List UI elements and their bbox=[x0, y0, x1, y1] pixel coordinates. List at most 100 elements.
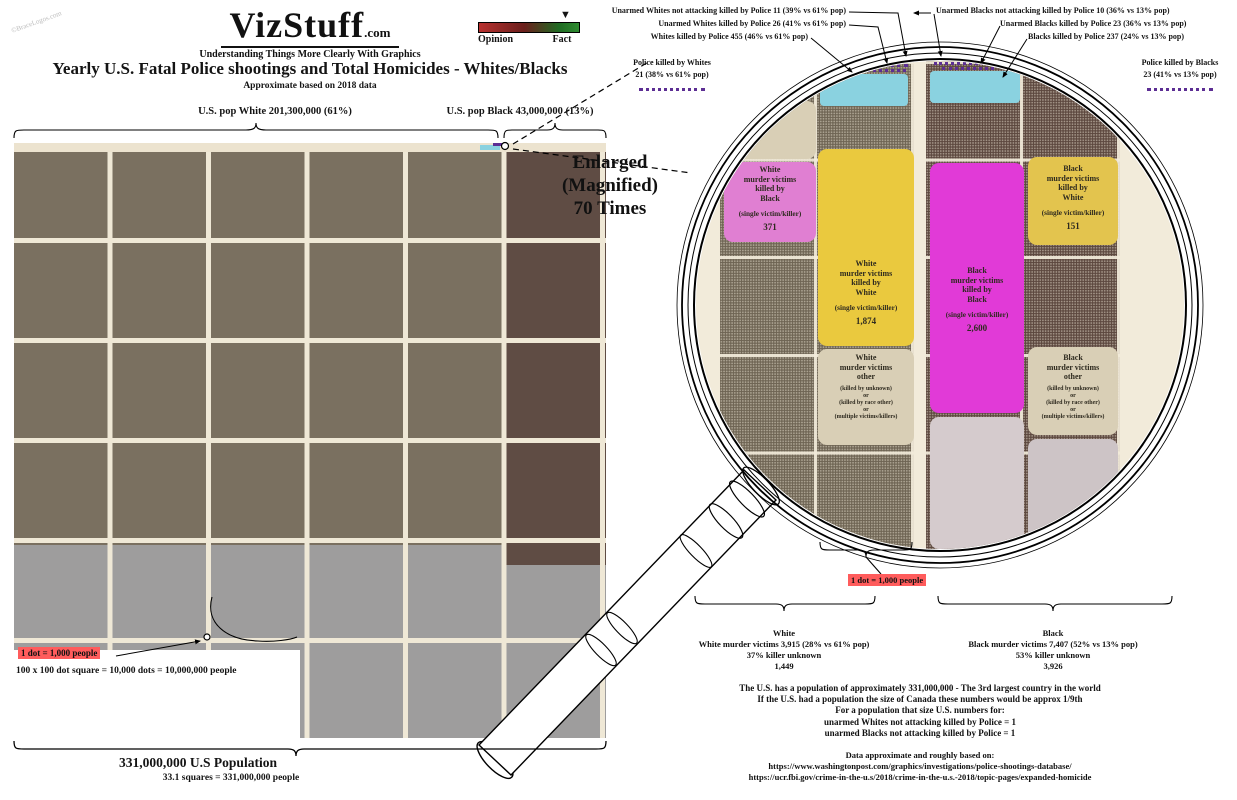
white-summary-line: 37% killer unknown bbox=[746, 650, 822, 660]
footnote-line: unarmed Whites not attacking killed by P… bbox=[824, 716, 1016, 727]
arrow-unarmed-whites bbox=[848, 24, 889, 64]
ann-unarmed-whites: Unarmed Whites killed by Police 26 (41% … bbox=[658, 19, 846, 28]
label-tiny: (killed by race other) bbox=[839, 399, 893, 406]
label-tiny: (killed by race other) bbox=[1046, 399, 1100, 406]
label-line: killed by bbox=[755, 184, 785, 193]
pkw-line: 21 (38% vs 61% pop) bbox=[635, 70, 709, 79]
lens-dot-legend-connector bbox=[865, 556, 882, 575]
total-population-sub: 33.1 squares = 331,000,000 people bbox=[162, 773, 300, 783]
magnifier-lens: White murder victims killed by Black (si… bbox=[696, 61, 1184, 549]
page-subtitle: Approximate based on 2018 data bbox=[243, 81, 377, 91]
enlarged-note: Enlarged (Magnified) 70 Times bbox=[520, 151, 700, 220]
black-unknown-block-right bbox=[1028, 439, 1118, 549]
gauge-opinion-label: Opinion bbox=[478, 34, 514, 45]
label-tiny: (killed by unknown) bbox=[1047, 385, 1099, 392]
gauge-bar bbox=[478, 22, 580, 33]
label-line: White bbox=[855, 287, 877, 297]
label-value: 2,600 bbox=[966, 323, 988, 333]
label-line: murder victims bbox=[839, 268, 893, 278]
label-sub: (single victim/killer) bbox=[1041, 208, 1105, 217]
arrow-unarmed-whites-not-attacking bbox=[848, 11, 908, 57]
logo: VizStuff.com Understanding Things More C… bbox=[185, 4, 435, 60]
ann-unarmed-blacks-not-attacking: Unarmed Blacks not attacking killed by P… bbox=[936, 6, 1170, 15]
page-title: Yearly U.S. Fatal Police shootings and T… bbox=[52, 59, 568, 78]
unarmed-whites-dots bbox=[842, 64, 908, 67]
white-summary: White White murder victims 3,915 (28% vs… bbox=[684, 628, 884, 672]
label-white-killed-by-white: White murder victims killed by White (si… bbox=[818, 259, 914, 326]
brace-white-summary bbox=[694, 595, 876, 612]
source-url: https://www.washingtonpost.com/graphics/… bbox=[768, 761, 1072, 771]
dot-legend-lens: 1 dot = 1,000 people bbox=[848, 574, 927, 586]
label-line: murder victims bbox=[1046, 173, 1100, 183]
unarmed-blacks-dots bbox=[934, 62, 996, 65]
logo-tagline: Understanding Things More Clearly With G… bbox=[199, 49, 421, 60]
brace-black-pop bbox=[503, 122, 607, 139]
police-killed-by-whites-dots bbox=[639, 88, 705, 91]
label-white-killed-by-black: White murder victims killed by Black (si… bbox=[724, 165, 816, 232]
enlarged-line: Enlarged bbox=[572, 152, 648, 173]
label-sub: (single victim/killer) bbox=[945, 310, 1009, 319]
label-tiny: or bbox=[1070, 406, 1076, 413]
label-line: murder victims bbox=[743, 174, 797, 184]
label-sub: (single victim/killer) bbox=[834, 303, 898, 312]
white-summary-line: White bbox=[772, 628, 796, 638]
label-tiny: or bbox=[863, 392, 869, 399]
label-line: Black bbox=[1063, 353, 1083, 362]
label-value: 151 bbox=[1066, 221, 1080, 231]
strip-unarmed-speck bbox=[493, 143, 503, 146]
magnified-strip bbox=[14, 143, 606, 152]
label-line: White bbox=[855, 353, 877, 362]
pkw-line: Police killed by Whites bbox=[633, 58, 711, 67]
label-line: murder victims bbox=[950, 275, 1004, 285]
enlarged-line: 70 Times bbox=[573, 198, 647, 219]
whites-killed-by-police-block bbox=[820, 74, 908, 106]
dot-legend-lens-text: 1 dot = 1,000 people bbox=[848, 574, 927, 586]
label-black-other: Black murder victims other (killed by un… bbox=[1028, 353, 1118, 421]
label-tiny: (killed by unknown) bbox=[840, 385, 892, 392]
white-other-block-upper bbox=[724, 101, 816, 159]
sources-block: Data approximate and roughly based on: h… bbox=[700, 750, 1140, 783]
label-value: 1,874 bbox=[855, 316, 877, 326]
label-line: murder victims bbox=[1046, 362, 1100, 372]
source-url: https://ucr.fbi.gov/crime-in-the-u.s/201… bbox=[748, 772, 1092, 782]
strip-police-speck bbox=[480, 145, 500, 150]
blacks-killed-by-police-block bbox=[930, 71, 1020, 103]
black-pop-bracket-label: U.S. pop Black 43,000,000 (13%) bbox=[446, 106, 594, 117]
label-line: killed by bbox=[1058, 183, 1088, 192]
label-tiny: or bbox=[863, 406, 869, 413]
brace-total-population bbox=[13, 740, 607, 757]
unarmed-whites-not-attacking-dots bbox=[850, 69, 906, 72]
white-pop-bracket-label: U.S. pop White 201,300,000 (61%) bbox=[198, 106, 352, 117]
label-line: White bbox=[1062, 192, 1084, 202]
label-line: killed by bbox=[962, 285, 992, 294]
logo-name: VizStuff bbox=[229, 5, 365, 45]
ann-unarmed-blacks: Unarmed Blacks killed by Police 23 (36% … bbox=[1000, 19, 1187, 28]
gauge-arrow-icon: ▼ bbox=[560, 9, 571, 21]
watermark: ©BraceLogos.com bbox=[10, 9, 63, 35]
label-line: Black bbox=[967, 294, 987, 304]
black-summary-line: 53% killer unknown bbox=[1015, 650, 1091, 660]
grid-lines-overlay bbox=[14, 152, 606, 738]
police-killed-by-blacks-dots bbox=[1147, 88, 1213, 91]
label-line: Black bbox=[1063, 164, 1083, 173]
label-line: White bbox=[855, 259, 877, 268]
label-line: other bbox=[856, 372, 876, 381]
dot-legend-grid-text: 1 dot = 1,000 people bbox=[18, 647, 101, 659]
arrow-unarmed-blacks-not-attacking bbox=[933, 13, 943, 57]
label-black-killed-by-black: Black murder victims killed by Black (si… bbox=[930, 266, 1024, 333]
opinion-fact-gauge: Opinion Fact ▼ bbox=[478, 9, 580, 45]
footnote-line: The U.S. has a population of approximate… bbox=[739, 683, 1101, 693]
pkb-line: 23 (41% vs 13% pop) bbox=[1143, 70, 1217, 79]
label-value: 371 bbox=[763, 222, 777, 232]
white-summary-line: 1,449 bbox=[774, 661, 794, 671]
label-line: murder victims bbox=[839, 362, 893, 372]
label-sub: (single victim/killer) bbox=[738, 209, 802, 218]
black-summary-line: 3,926 bbox=[1043, 661, 1063, 671]
enlarged-line: (Magnified) bbox=[561, 175, 659, 196]
dot-legend-grid: 1 dot = 1,000 people bbox=[18, 647, 101, 659]
footnote-line: unarmed Blacks not attacking killed by P… bbox=[824, 727, 1016, 738]
sources-intro: Data approximate and roughly based on: bbox=[845, 750, 995, 760]
label-white-other: White murder victims other (killed by un… bbox=[818, 353, 914, 421]
arrow-unarmed-blacks bbox=[980, 25, 1001, 64]
